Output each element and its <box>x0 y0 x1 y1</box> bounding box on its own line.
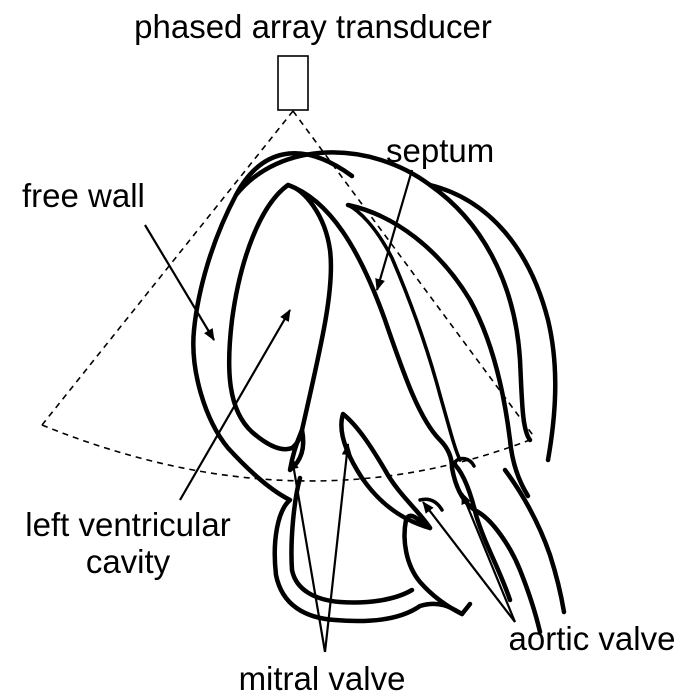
heart-outer-wall <box>193 153 470 621</box>
free-wall-label: free wall <box>22 177 145 214</box>
septum-label: septum <box>386 132 494 169</box>
mitral-valve-label: mitral valve <box>239 660 406 696</box>
rv-outer-wall <box>430 185 555 460</box>
aortic-inner-contour <box>405 516 462 614</box>
lv-cavity-arrow <box>180 310 290 500</box>
lv-cavity-label-line2: cavity <box>86 543 171 580</box>
mitral-valve-arrow-1 <box>292 458 325 652</box>
aortic-wall-outer <box>505 470 564 612</box>
lv-cavity-contour <box>229 185 331 449</box>
septum-tip <box>348 205 460 460</box>
mitral-anterior-leaflet <box>341 414 430 528</box>
lv-cavity-label-line1: left ventricular <box>25 506 230 543</box>
aortic-valve-cusp <box>420 499 442 510</box>
aortic-valve-label: aortic valve <box>509 620 676 657</box>
septum-outer-contour <box>236 152 530 440</box>
left-atrium-contour <box>291 478 412 603</box>
transducer-probe <box>278 56 308 110</box>
transducer-label: phased array transducer <box>134 8 492 45</box>
